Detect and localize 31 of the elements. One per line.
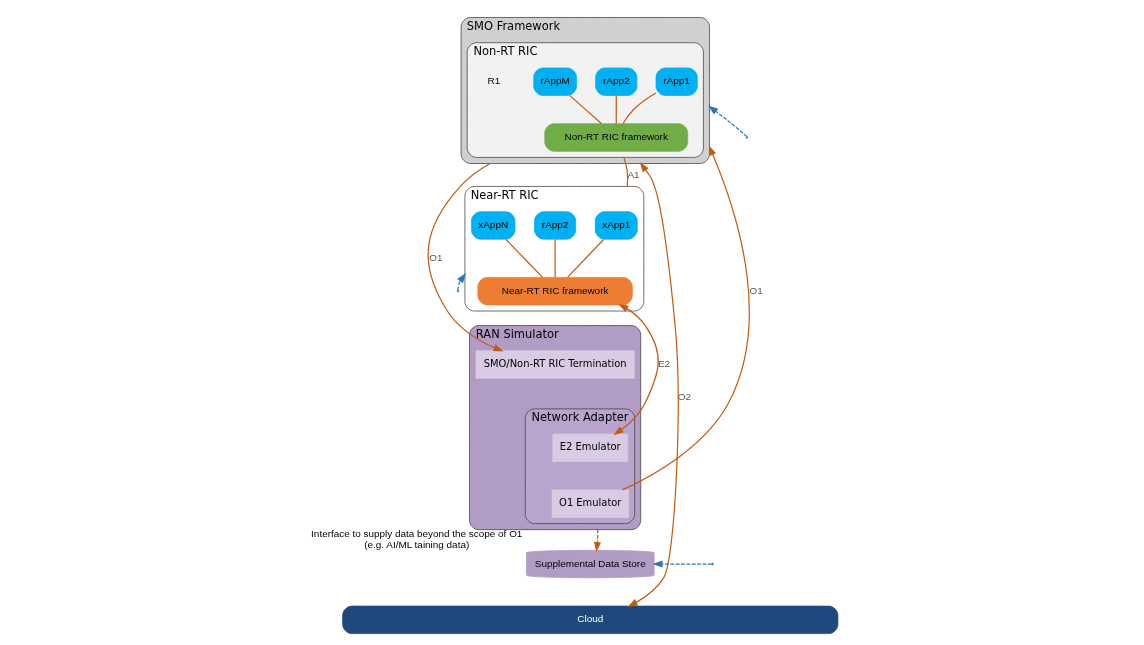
label: R1: [487, 75, 500, 87]
node-box: SMO/Non-RT RIC Termination: [475, 350, 635, 379]
edge-label: O1: [749, 284, 763, 296]
node-box: rApp1: [655, 67, 698, 96]
node-box: rApp2: [594, 67, 637, 96]
edge-label: O1: [428, 251, 442, 263]
arrow: [593, 529, 601, 553]
connector: [615, 95, 617, 125]
connector: [621, 92, 657, 125]
node-box: O1 Emulator: [551, 489, 629, 518]
node-box: xAppN: [470, 211, 515, 240]
arrow: [627, 162, 679, 607]
node-box: rAppM: [532, 67, 577, 96]
arrow: [456, 272, 466, 291]
node-box: Near-RT RIC framework: [477, 277, 633, 306]
connector: [622, 156, 628, 188]
node-box: xApp1: [594, 211, 638, 240]
arrow: [707, 105, 747, 138]
node-box: Non-RT RIC framework: [543, 123, 688, 152]
connector: [566, 238, 604, 278]
connector: [568, 95, 602, 125]
arrow: [651, 560, 712, 568]
node-box: Cloud: [341, 605, 838, 634]
connector: [504, 238, 543, 278]
node-box: E2 Emulator: [551, 433, 628, 462]
arrow: [427, 162, 504, 352]
connector: [554, 238, 556, 278]
node-label: (e.g. AI/ML taining data): [363, 538, 469, 550]
arrow: [621, 145, 750, 491]
arrow: [612, 304, 659, 436]
node-box: rApp2: [533, 211, 576, 240]
